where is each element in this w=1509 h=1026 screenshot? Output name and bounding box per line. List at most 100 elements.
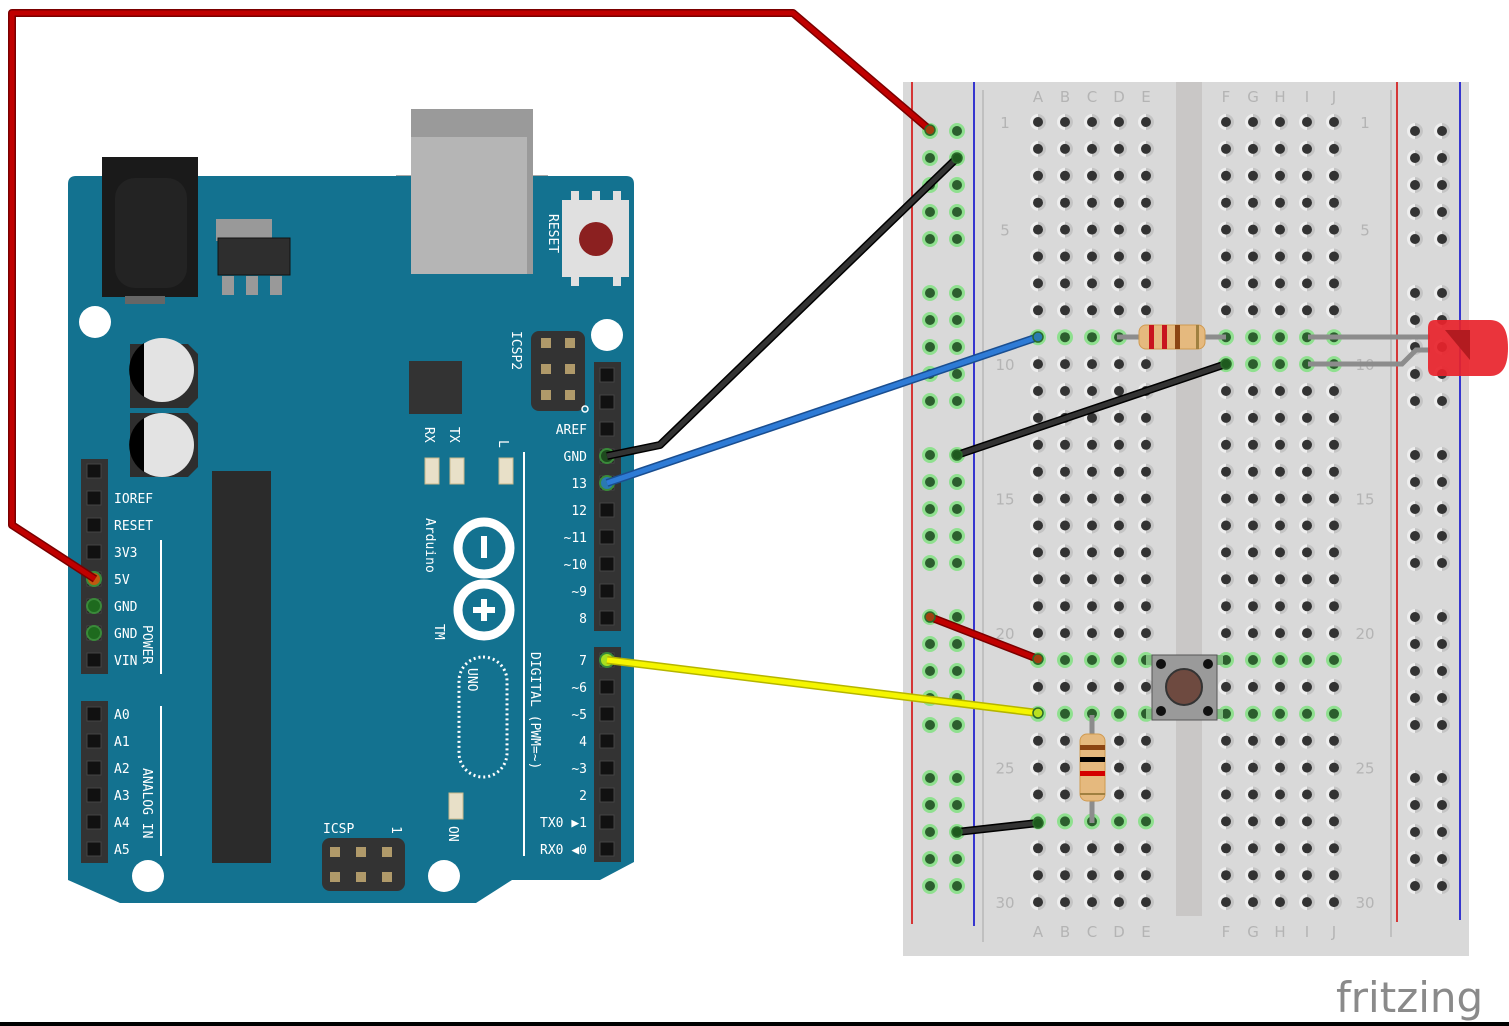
- pin-label: 8: [579, 612, 587, 627]
- header-pin[interactable]: [599, 610, 615, 626]
- header-pin[interactable]: [599, 706, 615, 722]
- wire-end[interactable]: [951, 152, 963, 164]
- header-pin[interactable]: [599, 841, 615, 857]
- wire-end[interactable]: [1220, 358, 1232, 370]
- column-label: C: [1087, 923, 1097, 941]
- header-pin[interactable]: [599, 502, 615, 518]
- header-pin[interactable]: [599, 814, 615, 830]
- pin-label: RESET: [114, 519, 153, 534]
- header-pin[interactable]: [86, 760, 102, 776]
- capacitor: [129, 338, 198, 408]
- l-led: [498, 457, 514, 485]
- header-pin[interactable]: [599, 583, 615, 599]
- on-label: ON: [445, 826, 460, 842]
- header-pin[interactable]: [599, 421, 615, 437]
- reset-label: RESET: [545, 214, 560, 253]
- rx-led: [424, 457, 440, 485]
- analog-header: [81, 701, 108, 863]
- header-pin[interactable]: [599, 394, 615, 410]
- column-label: F: [1222, 923, 1231, 941]
- pin-label: AREF: [556, 423, 587, 438]
- header-pin[interactable]: [86, 706, 102, 722]
- header-pin[interactable]: [599, 733, 615, 749]
- pin-label: A3: [114, 789, 130, 804]
- column-label: B: [1060, 88, 1070, 106]
- board-name: UNO: [464, 668, 479, 692]
- tx-led: [449, 457, 465, 485]
- row-number: 30: [1355, 894, 1374, 912]
- pin-label: GND: [114, 600, 138, 615]
- wire-end[interactable]: [1032, 707, 1044, 719]
- row-number: 15: [995, 491, 1014, 509]
- pin-label: A5: [114, 843, 130, 858]
- pin-label: GND: [564, 450, 588, 465]
- arduino-logo: [453, 517, 515, 779]
- header-pin[interactable]: [86, 517, 102, 533]
- mounting-hole: [132, 860, 164, 892]
- header-pin[interactable]: [86, 814, 102, 830]
- arduino-pcb: [68, 176, 634, 903]
- resistor-220[interactable]: [1117, 324, 1226, 350]
- header-pin[interactable]: [599, 760, 615, 776]
- row-number: 5: [1360, 222, 1370, 240]
- header-pin[interactable]: [86, 490, 102, 506]
- pin-label: TX0 ▶1: [540, 816, 587, 831]
- column-label: E: [1141, 88, 1150, 106]
- column-label: G: [1247, 923, 1259, 941]
- header-pin[interactable]: [599, 787, 615, 803]
- row-number: 10: [995, 356, 1014, 374]
- pin-label: 5V: [114, 573, 130, 588]
- header-pin[interactable]: [86, 652, 102, 668]
- column-label: D: [1113, 923, 1125, 941]
- column-label: E: [1141, 923, 1150, 941]
- wire-end[interactable]: [951, 826, 963, 838]
- mounting-hole: [428, 860, 460, 892]
- pin-label: ~9: [571, 585, 587, 600]
- pushbutton[interactable]: [1146, 654, 1223, 721]
- header-pin[interactable]: [599, 556, 615, 572]
- red-led[interactable]: [1308, 320, 1508, 376]
- pin-label: RX0 ◀0: [540, 843, 587, 858]
- icsp2-header[interactable]: [531, 331, 585, 411]
- pin-label: ~6: [571, 681, 587, 696]
- column-label: H: [1274, 88, 1285, 106]
- icsp-pin1-label: 1: [388, 826, 403, 834]
- pin-label: ~11: [564, 531, 587, 546]
- l-label: L: [495, 440, 510, 448]
- wire-end[interactable]: [924, 611, 936, 623]
- header-pin[interactable]: [599, 367, 615, 383]
- wire-end[interactable]: [924, 124, 936, 136]
- wire-end[interactable]: [1032, 653, 1044, 665]
- header-pin[interactable]: [86, 841, 102, 857]
- row-number: 1: [1000, 114, 1010, 132]
- fritzing-logo: fritzing: [1336, 973, 1483, 1022]
- reset-button-cap[interactable]: [579, 222, 613, 256]
- header-pin[interactable]: [86, 544, 102, 560]
- column-label: J: [1331, 923, 1336, 941]
- header-pin[interactable]: [86, 463, 102, 479]
- pin-label: 7: [579, 654, 587, 669]
- row-number: 25: [995, 760, 1014, 778]
- wire-end[interactable]: [951, 449, 963, 461]
- resistor-10k[interactable]: [1079, 715, 1106, 823]
- arduino-pins: IOREFRESET3V35VGNDGNDVINA0A1A2A3A4A5AREF…: [86, 367, 615, 858]
- power-label: POWER: [139, 625, 154, 664]
- header-pin[interactable]: [599, 529, 615, 545]
- pin-label: 4: [579, 735, 587, 750]
- bottom-border: [0, 1022, 1509, 1026]
- header-pin[interactable]: [86, 787, 102, 803]
- header-pin[interactable]: [86, 733, 102, 749]
- wire-end[interactable]: [1032, 817, 1044, 829]
- rx-label: RX: [421, 427, 436, 443]
- icsp-header[interactable]: [322, 838, 405, 891]
- mounting-hole: [591, 319, 623, 351]
- icsp2-label: ICSP2: [508, 331, 523, 370]
- wire-end[interactable]: [1032, 331, 1044, 343]
- pin-label: A4: [114, 816, 130, 831]
- pin-label: 2: [579, 789, 587, 804]
- column-label: D: [1113, 88, 1125, 106]
- wire-endpoints: [924, 124, 1232, 838]
- atmega-chip: [212, 471, 271, 863]
- header-pin[interactable]: [599, 679, 615, 695]
